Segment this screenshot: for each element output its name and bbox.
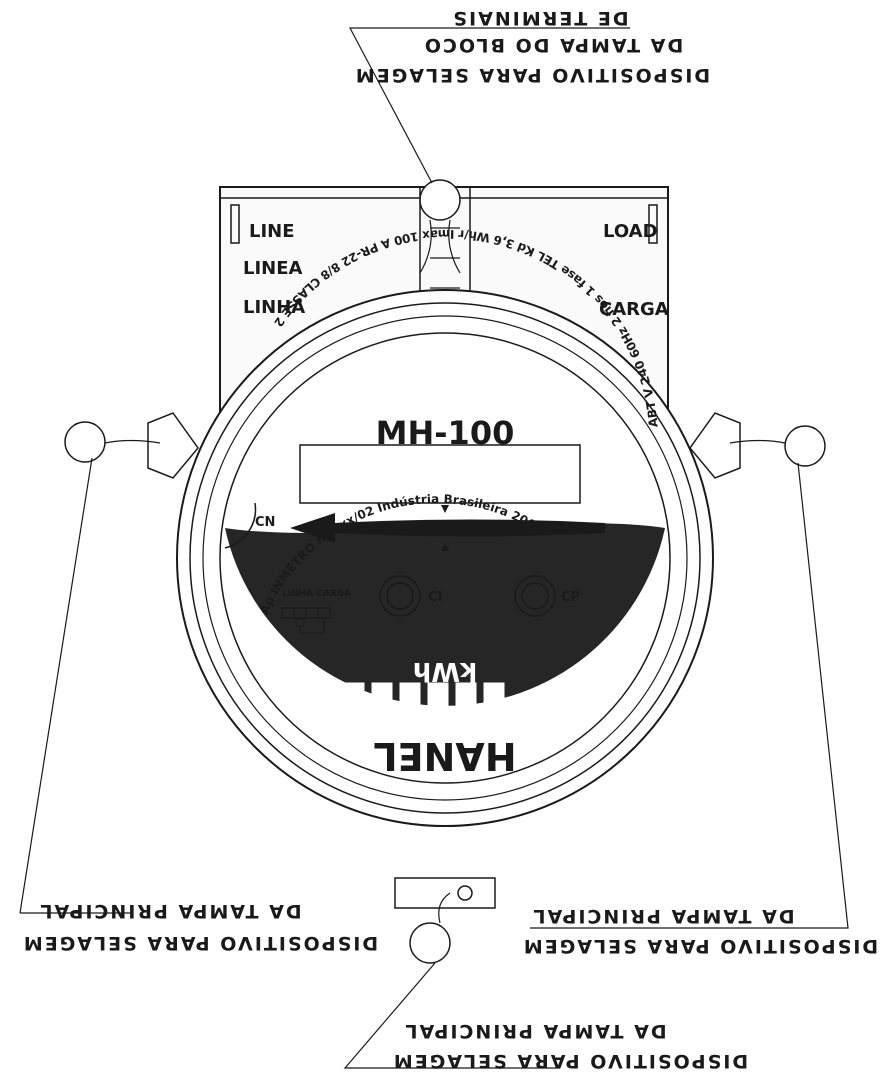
callout-main-right: DA TAMPA PRINCIPAL DISPOSITIVO PARA SELA… — [522, 905, 878, 957]
face-dark-band — [225, 523, 665, 706]
terminal-label-linha: LINHA — [243, 297, 305, 318]
register-digits — [343, 682, 505, 714]
callout-bottom-line2: DA TAMPA PRINCIPAL — [403, 1020, 666, 1042]
cn-label: CN — [255, 515, 275, 530]
wiring-diagram-label: LINHA CARGA — [282, 589, 351, 599]
callout-right-line2: DA TAMPA PRINCIPAL — [531, 905, 794, 927]
model-label: MH-100 — [376, 414, 515, 452]
callout-terminal-line2: DA TAMPA DO BLOCO — [423, 34, 683, 56]
seal-lead-right — [64, 421, 161, 463]
unit-label: kWh — [413, 656, 477, 686]
terminal-label-load: LOAD — [603, 221, 658, 242]
mounting-tabs — [147, 412, 741, 479]
svg-text:CI: CI — [428, 590, 442, 605]
terminal-label-carga: CARGA — [599, 299, 669, 320]
seal-lead-left — [729, 425, 826, 467]
seal-lead-top — [419, 179, 461, 274]
callout-right-line1: DISPOSITIVO PARA SELAGEM — [522, 935, 878, 957]
terminal-label-line: LINE — [249, 221, 295, 242]
callout-main-bottom: DA TAMPA PRINCIPAL DISPOSITIVO PARA SELA… — [392, 1020, 748, 1072]
bottom-latch — [394, 877, 496, 909]
lcd-display — [299, 444, 581, 504]
callout-left-line2: DA TAMPA PRINCIPAL — [38, 900, 301, 922]
callout-terminal-line3: DE TERMINAIS — [451, 7, 628, 29]
cn-arc — [224, 502, 257, 549]
rotation-arrow — [290, 513, 605, 543]
terminal-label-linea: LINEA — [243, 258, 303, 279]
keyhole-icon — [574, 668, 586, 689]
svg-text:CP: CP — [561, 590, 580, 605]
pointer-marker — [441, 505, 449, 513]
callout-main-left: DA TAMPA PRINCIPAL DISPOSITIVO PARA SELA… — [22, 900, 378, 954]
callout-bottom-line1: DISPOSITIVO PARA SELAGEM — [392, 1050, 748, 1072]
callout-terminal-block: DE TERMINAIS DA TAMPA DO BLOCO DISPOSITI… — [354, 7, 710, 86]
leader-lines — [19, 27, 849, 1069]
brand-logo: HANEL — [373, 734, 516, 778]
pointer-marker — [441, 543, 449, 551]
callout-left-line1: DISPOSITIVO PARA SELAGEM — [22, 932, 378, 954]
ci-adjuster: CI — [379, 575, 442, 617]
wiring-diagram-icon — [281, 607, 331, 634]
keyhole-icon — [304, 668, 316, 689]
seal-lead-bottom — [409, 892, 451, 964]
cp-adjuster: CP — [514, 575, 580, 617]
callout-terminal-line1: DISPOSITIVO PARA SELAGEM — [354, 64, 710, 86]
